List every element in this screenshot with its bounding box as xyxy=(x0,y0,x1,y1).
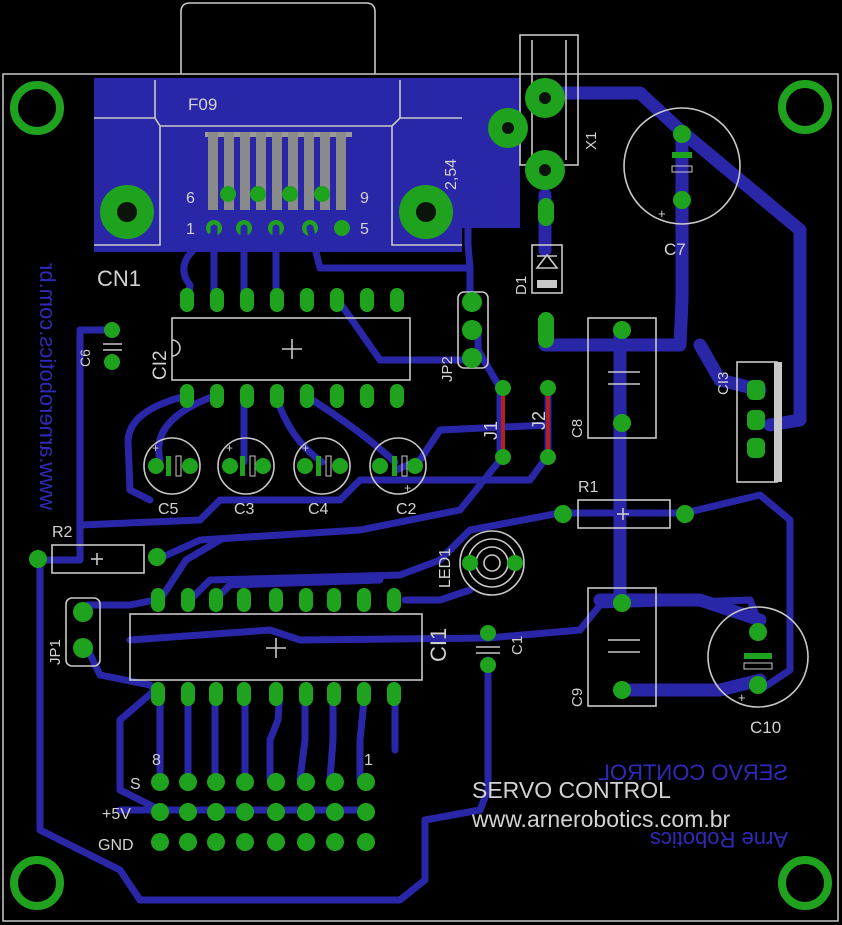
connector-package-label: F09 xyxy=(188,95,217,114)
connector-name: CN1 xyxy=(97,266,141,291)
svg-text:+: + xyxy=(302,441,309,455)
diode-d1: D1 xyxy=(513,198,563,348)
mirrored-url: www.arnerobotics.com.br xyxy=(35,263,60,511)
svg-text:JP2: JP2 xyxy=(439,356,456,382)
svg-text:C8: C8 xyxy=(569,419,586,438)
svg-text:1: 1 xyxy=(186,221,195,238)
svg-text:J1: J1 xyxy=(481,421,501,440)
jumper-jp1: JP1 xyxy=(47,597,101,667)
svg-text:CI2: CI2 xyxy=(150,350,171,380)
capacitor-c4: + C4 xyxy=(293,437,351,518)
svg-text:+: + xyxy=(152,441,159,455)
svg-text:C2: C2 xyxy=(396,501,417,518)
svg-text:C3: C3 xyxy=(234,501,255,518)
db9-shell xyxy=(180,2,376,74)
svg-text:+: + xyxy=(658,206,666,221)
svg-text:9: 9 xyxy=(360,190,369,207)
svg-text:6: 6 xyxy=(186,190,195,207)
ic-ci1: CI1 xyxy=(129,588,451,706)
led-led1: LED1 xyxy=(437,530,525,596)
capacitor-c7: + C7 xyxy=(623,107,741,259)
svg-text:5: 5 xyxy=(360,221,369,238)
svg-text:+: + xyxy=(738,690,746,705)
capacitor-c5: + C5 xyxy=(143,437,201,518)
servo-header: 8 1 S +5V GND xyxy=(98,752,375,854)
resistor-r1: R1 xyxy=(554,479,694,529)
svg-text:C5: C5 xyxy=(158,501,179,518)
capacitor-c10: + C10 xyxy=(707,606,809,737)
svg-text:C9: C9 xyxy=(569,688,586,707)
svg-text:+: + xyxy=(226,441,233,455)
svg-text:C4: C4 xyxy=(308,501,329,518)
svg-text:8: 8 xyxy=(152,752,161,769)
mounting-holes xyxy=(10,80,832,910)
crystal-x1: X1 xyxy=(488,34,600,190)
svg-text:X1: X1 xyxy=(583,132,600,150)
ic-ci2: CI2 xyxy=(150,288,411,408)
mirrored-brand: Arne Robotics xyxy=(650,827,788,852)
svg-text:GND: GND xyxy=(98,837,134,854)
capacitor-c8: C8 xyxy=(569,317,657,439)
svg-text:C10: C10 xyxy=(750,718,781,737)
svg-text:2,54: 2,54 xyxy=(443,159,460,190)
board-outline xyxy=(2,73,839,922)
svg-text:CI1: CI1 xyxy=(426,628,451,662)
svg-text:C7: C7 xyxy=(664,240,686,259)
capacitor-c3: + C3 xyxy=(217,437,275,518)
svg-text:R1: R1 xyxy=(578,479,599,496)
db9-pins xyxy=(206,186,350,236)
capacitor-c1: C1 xyxy=(476,625,526,673)
svg-text:J2: J2 xyxy=(529,411,549,430)
silk-url: www.arnerobotics.com.br xyxy=(471,806,731,832)
svg-text:R2: R2 xyxy=(52,524,73,541)
svg-text:LED1: LED1 xyxy=(437,548,454,588)
resistor-r2: R2 xyxy=(29,524,166,574)
silk-title: SERVO CONTROL xyxy=(472,777,671,803)
svg-text:D1: D1 xyxy=(513,276,530,295)
svg-text:S: S xyxy=(130,776,141,793)
svg-text:JP1: JP1 xyxy=(47,639,64,665)
svg-text:CI3: CI3 xyxy=(715,372,732,395)
mirrored-title: SERVO CONTROL xyxy=(598,760,788,785)
wire-jumpers: J1 J2 xyxy=(481,380,556,465)
capacitor-c6: C6 xyxy=(77,322,122,370)
capacitor-c2: + C2 xyxy=(369,437,427,518)
svg-text:C1: C1 xyxy=(509,636,526,655)
svg-text:+: + xyxy=(404,481,411,495)
capacitor-c9: C9 xyxy=(569,587,657,707)
svg-text:+5V: +5V xyxy=(102,806,131,823)
regulator-ci3: CI3 xyxy=(715,361,782,483)
svg-text:C6: C6 xyxy=(77,349,93,367)
svg-text:1: 1 xyxy=(364,752,373,769)
jumper-jp2: JP2 xyxy=(439,291,489,382)
